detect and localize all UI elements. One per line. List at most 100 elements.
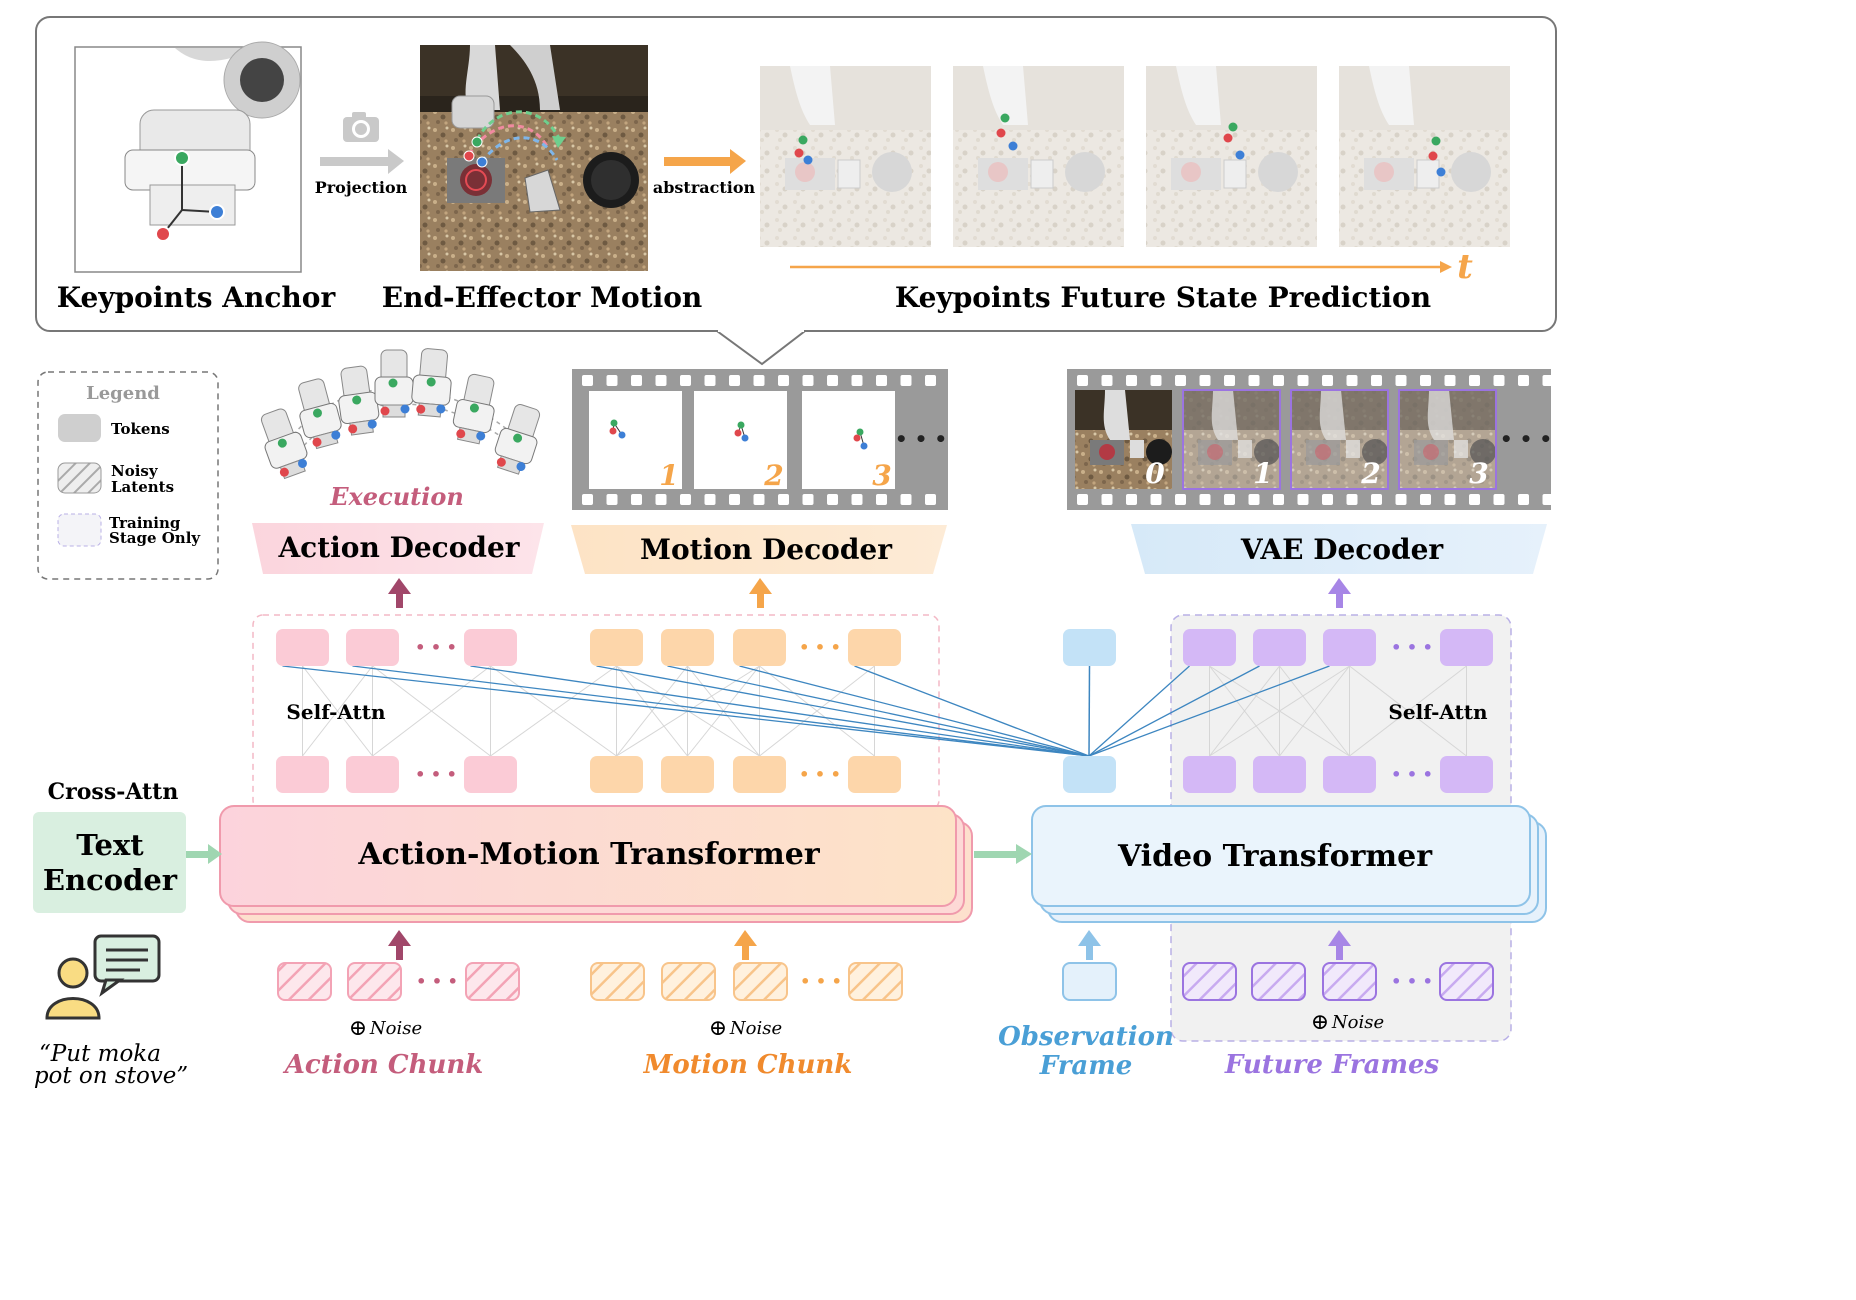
film-hole [1175, 375, 1186, 386]
motion-token [733, 629, 786, 666]
motion-ellipsis: • • • [895, 427, 947, 451]
cross-link [739, 665, 1090, 757]
video-frame: 1 [1182, 389, 1281, 490]
film-hole [1101, 494, 1113, 505]
motion-decoder-arrow [749, 578, 772, 608]
film-hole [1493, 375, 1505, 386]
attention-line [1209, 665, 1350, 757]
motion-frame-index: 2 [763, 459, 783, 492]
self-attn-label-right: Self-Attn [1388, 700, 1488, 724]
video-frame: 0 [1075, 390, 1172, 490]
execution-illustration [260, 348, 541, 480]
legend-noisy-2: Latents [111, 478, 174, 496]
token-ellipsis: • • • [799, 638, 841, 657]
film-hole [1420, 375, 1431, 386]
token-ellipsis: • • • [799, 765, 841, 784]
attention-line [490, 665, 617, 757]
amt-to-video-arrow [974, 844, 1032, 864]
text-to-amt-arrow [186, 844, 222, 864]
top-panel: Projection abstra [35, 16, 1557, 366]
abstraction-arrow [664, 149, 746, 174]
film-hole [631, 375, 642, 386]
film-hole [900, 375, 912, 386]
observation-token [1063, 629, 1116, 666]
film-hole [925, 494, 936, 505]
projection-label: Projection [315, 178, 408, 197]
film-hole [1224, 375, 1235, 386]
keypoints-anchor-title: Keypoints Anchor [57, 281, 337, 314]
action-noisy-token [465, 962, 520, 1001]
film-hole [1444, 375, 1456, 386]
film-hole [1444, 494, 1456, 505]
film-hole [1346, 494, 1358, 505]
film-hole [1346, 375, 1358, 386]
attention-line [1209, 665, 1280, 757]
film-hole [876, 494, 887, 505]
film-hole [606, 375, 618, 386]
legend: Legend Tokens Noisy Latents Training Sta… [37, 371, 219, 580]
film-hole [1077, 375, 1088, 386]
token-ellipsis: • • • [415, 638, 457, 657]
film-hole [680, 375, 691, 386]
film-hole [851, 375, 863, 386]
end-effector-motion-title: End-Effector Motion [382, 281, 702, 314]
attention-line [302, 665, 373, 757]
film-hole [1469, 375, 1480, 386]
cross-link [854, 665, 1090, 757]
gripper [374, 349, 414, 418]
motion-token [733, 756, 786, 793]
film-hole [1150, 375, 1162, 386]
cross-link [470, 665, 1090, 757]
film-hole [802, 375, 814, 386]
film-hole [1493, 494, 1505, 505]
film-hole [704, 375, 716, 386]
video-frame: 2 [1290, 389, 1389, 490]
future-noisy-token [1322, 962, 1377, 1001]
film-hole [1518, 494, 1529, 505]
film-hole [1322, 375, 1333, 386]
legend-title: Legend [86, 383, 160, 404]
instruction-line-2: pot on stove” [34, 1063, 188, 1089]
film-hole [1199, 494, 1211, 505]
film-hole [1077, 494, 1088, 505]
future-token [1323, 629, 1376, 666]
instruction-line-1: “Put moka [39, 1041, 161, 1067]
observation-token [1063, 756, 1116, 793]
video-frame-index: 0 [1145, 457, 1165, 490]
future-noise-symbol: ⊕ [1311, 1010, 1329, 1035]
projection-arrow [320, 149, 404, 174]
future-noisy-token [1182, 962, 1237, 1001]
film-hole [1248, 375, 1260, 386]
motion-token [590, 756, 643, 793]
future-state-frame [1339, 66, 1510, 247]
token-ellipsis: • • • [1391, 765, 1433, 784]
film-hole [1224, 494, 1235, 505]
video-frame-index: 3 [1469, 457, 1488, 490]
attention-line [372, 665, 491, 757]
execution-label: Execution [329, 482, 464, 511]
legend-noisy-swatch [57, 462, 102, 494]
film-hole [729, 494, 740, 505]
cross-link [1088, 665, 1190, 757]
self-attn-label-left: Self-Attn [286, 700, 386, 724]
film-hole [1395, 494, 1407, 505]
film-hole [704, 494, 716, 505]
future-token [1440, 629, 1493, 666]
film-hole [680, 494, 691, 505]
gripper [298, 378, 342, 450]
vae-decoder: VAE Decoder [1131, 524, 1547, 574]
text-encoder: Text Encoder [33, 812, 186, 913]
film-hole [827, 494, 838, 505]
future-frames-label: Future Frames [1224, 1050, 1440, 1080]
future-token [1440, 756, 1493, 793]
future-state-frames [760, 66, 1510, 247]
action-token [276, 756, 329, 793]
legend-token-swatch [58, 414, 101, 442]
observation-label-1: Observation [998, 1022, 1174, 1052]
film-hole [1175, 494, 1186, 505]
future-state-frame [953, 66, 1124, 247]
motion-frame: 3 [802, 391, 895, 492]
motion-input-arrow [734, 930, 757, 960]
